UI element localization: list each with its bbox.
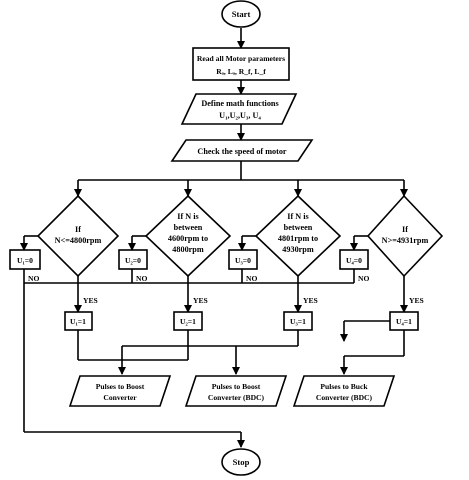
- one-box-1-label: U₁=1: [70, 317, 86, 326]
- one-box-2-label: U₂=1: [180, 317, 196, 326]
- yes-label-4: YES: [409, 296, 424, 305]
- decision-2-line1: If N is: [177, 212, 198, 221]
- output-1-line2: Converter: [103, 393, 137, 402]
- define-functions-line2: U₁,U₂,U₃, U₄: [219, 111, 261, 120]
- zero-box-4-label: U₄=0: [346, 256, 362, 265]
- connector-lines: [20, 28, 408, 448]
- no-label-1: NO: [28, 274, 39, 283]
- check-speed-label: Check the speed of motor: [197, 147, 287, 156]
- decision-2: If N is between 4600rpm to 4800rpm: [144, 194, 232, 278]
- read-parameters-box: Read all Motor parameters Rₐ, Lₐ, R_f, L…: [192, 47, 290, 81]
- output-2-line1: Pulses to Boost: [212, 382, 261, 391]
- yes-label-1: YES: [83, 296, 98, 305]
- one-box-3-label: U₃=1: [290, 317, 306, 326]
- decision-3-line3: 4801rpm to: [278, 234, 318, 243]
- decision-4-line2: N>=4931rpm: [382, 236, 429, 245]
- one-box-4-label: U₄=1: [396, 317, 412, 326]
- zero-box-2: U₂=0: [118, 249, 148, 270]
- zero-box-4: U₄=0: [339, 249, 369, 270]
- yes-label-2: YES: [193, 296, 208, 305]
- output-3-line1: Pulses to Buck: [320, 382, 368, 391]
- decision-3-line2: between: [284, 223, 313, 232]
- output-1-line1: Pulses to Boost: [96, 382, 145, 391]
- start-label: Start: [232, 9, 251, 19]
- one-box-1: U₁=1: [64, 311, 93, 331]
- decision-1: If N<=4800rpm: [36, 194, 120, 278]
- zero-box-1-label: U₁=0: [17, 256, 33, 265]
- zero-box-1: U₁=0: [9, 249, 41, 270]
- read-parameters-line2: Rₐ, Lₐ, R_f, L_f: [216, 67, 266, 76]
- output-boost-converter-bdc: Pulses to Boost Converter (BDC): [184, 375, 288, 407]
- output-2-line2: Converter (BDC): [208, 393, 265, 402]
- decision-2-line4: 4800rpm: [172, 245, 204, 254]
- start-terminal: Start: [221, 0, 261, 28]
- output-boost-converter: Pulses to Boost Converter: [68, 375, 172, 407]
- output-buck-converter-bdc: Pulses to Buck Converter (BDC): [292, 375, 396, 407]
- zero-box-3-label: U₃=0: [235, 256, 251, 265]
- decision-3-line1: If N is: [287, 212, 308, 221]
- decision-1-line1: If: [75, 225, 81, 234]
- yes-label-3: YES: [303, 296, 318, 305]
- check-speed-box: Check the speed of motor: [170, 139, 314, 162]
- decision-3: If N is between 4801rpm to 4930rpm: [254, 194, 342, 278]
- no-label-3: NO: [246, 274, 257, 283]
- define-functions-box: Define math functions U₁,U₂,U₃, U₄: [180, 93, 298, 125]
- stop-label: Stop: [233, 457, 250, 467]
- zero-box-2-label: U₂=0: [125, 256, 141, 265]
- read-parameters-line1: Read all Motor parameters: [197, 54, 285, 63]
- no-label-2: NO: [136, 274, 147, 283]
- output-3-line2: Converter (BDC): [316, 393, 373, 402]
- decision-2-line3: 4600rpm to: [168, 234, 208, 243]
- zero-box-3: U₃=0: [228, 249, 258, 270]
- define-functions-line1: Define math functions: [201, 99, 278, 108]
- decision-4: If N>=4931rpm: [366, 194, 444, 278]
- decision-2-line2: between: [174, 223, 203, 232]
- decision-4-line1: If: [402, 225, 408, 234]
- stop-terminal: Stop: [221, 448, 261, 476]
- one-box-3: U₃=1: [283, 311, 313, 331]
- one-box-4: U₄=1: [389, 311, 419, 331]
- one-box-2: U₂=1: [173, 311, 203, 331]
- decision-3-line4: 4930rpm: [282, 245, 314, 254]
- decision-1-line2: N<=4800rpm: [55, 236, 102, 245]
- no-label-4: NO: [358, 274, 369, 283]
